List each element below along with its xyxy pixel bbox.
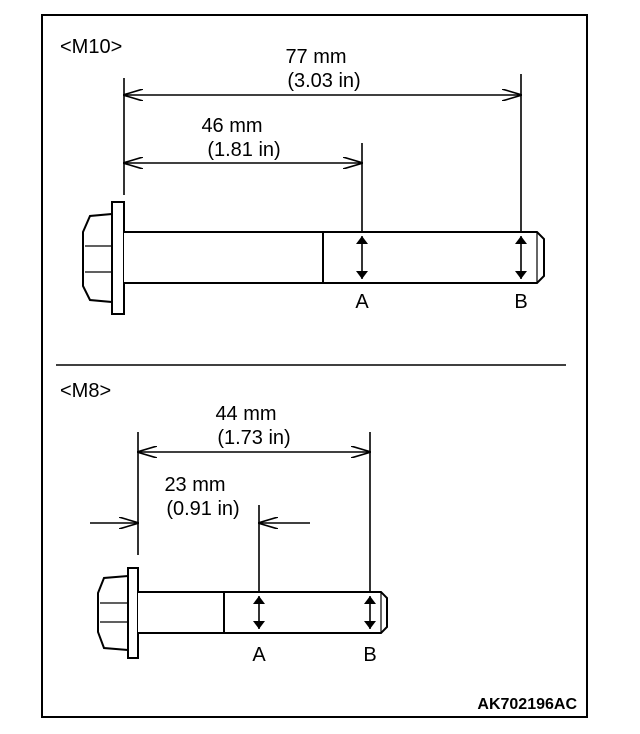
m10-point-a-label: A: [355, 291, 369, 313]
m8-title: <M8>: [60, 380, 111, 402]
m10-bolt-head: [82, 212, 113, 304]
m10-bolt-flange: [111, 201, 125, 315]
diagram-frame: [41, 14, 588, 718]
m10-a-in-label: (1.81 in): [207, 139, 280, 161]
m8-bolt: [97, 567, 388, 659]
m8-total-in-label: (1.73 in): [217, 427, 290, 449]
figure-code: AK702196AC: [477, 696, 577, 713]
m8-point-b-label: B: [363, 644, 376, 666]
m8-bolt-head: [97, 574, 129, 652]
m10-total-mm-label: 77 mm: [285, 46, 346, 68]
m8-point-a-label: A: [252, 644, 266, 666]
m10-section: <M10> 77 mm (3.03 in) 46 mm (1.81 in) A …: [60, 36, 545, 315]
m10-title: <M10>: [60, 36, 122, 58]
m8-bolt-shank: [138, 591, 225, 634]
m10-point-b-label: B: [514, 291, 527, 313]
m8-bolt-flange: [127, 567, 139, 659]
m8-section: <M8> 44 mm (1.73 in) 23 mm (0.91 in) A B: [60, 380, 388, 666]
m8-a-in-label: (0.91 in): [166, 498, 239, 520]
m8-a-mm-label: 23 mm: [164, 474, 225, 496]
m8-bolt-thread: [223, 591, 388, 634]
m10-bolt: [82, 201, 545, 315]
m10-bolt-thread: [322, 231, 545, 284]
m10-a-mm-label: 46 mm: [201, 115, 262, 137]
m10-total-in-label: (3.03 in): [287, 70, 360, 92]
m8-total-mm-label: 44 mm: [215, 403, 276, 425]
m10-bolt-shank: [124, 231, 324, 284]
